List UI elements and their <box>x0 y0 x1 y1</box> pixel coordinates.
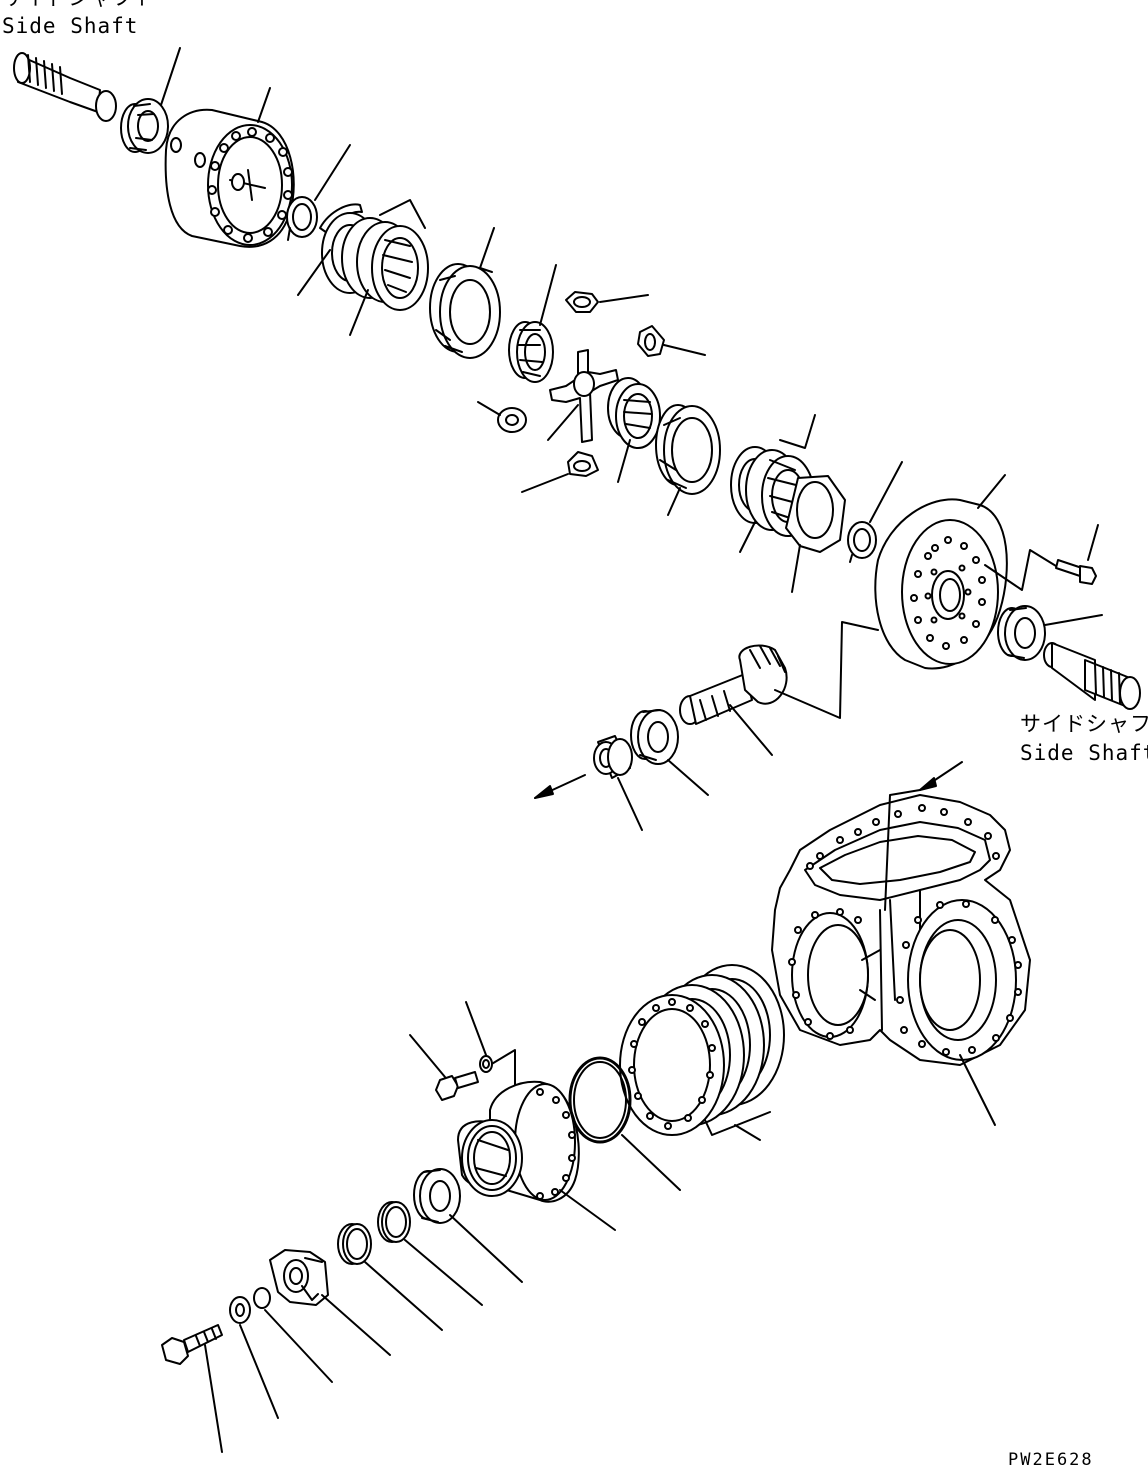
bracket-line <box>490 1050 515 1085</box>
bearing-right <box>998 606 1045 660</box>
washer <box>230 1297 250 1323</box>
leader-line <box>205 1345 222 1452</box>
leader-line <box>405 1240 482 1305</box>
bearing-left <box>121 99 168 153</box>
side-gear-ring-left <box>430 264 500 358</box>
leader-line <box>618 440 630 482</box>
shim-holes <box>629 999 715 1129</box>
leader-line <box>540 265 556 325</box>
drive-pinion <box>680 645 787 724</box>
leader-line <box>450 1215 522 1282</box>
shim-pack <box>620 965 784 1135</box>
ring-gear-bolt <box>1056 560 1096 584</box>
leader-line <box>792 545 800 592</box>
leader-line <box>600 295 648 302</box>
cage-bolt-holes <box>537 1089 575 1199</box>
washer-small <box>480 1056 492 1072</box>
drawing-code: PW2E628 <box>1008 1450 1094 1470</box>
leader-line <box>410 1035 445 1077</box>
leader-line <box>730 705 772 755</box>
side-shaft-label-jp-top: サイドシャフト <box>2 0 156 10</box>
leader-line <box>664 345 705 355</box>
pinion-gear-left <box>498 408 526 432</box>
leader-line <box>548 405 578 440</box>
leader-line <box>1088 525 1098 560</box>
pinion-gear-top <box>566 292 598 312</box>
spacer-collar <box>594 736 632 778</box>
friction-plates-right <box>731 447 845 552</box>
leader-line <box>315 145 350 200</box>
side-gear-left <box>509 322 553 382</box>
bearing-race <box>378 1202 410 1242</box>
leader-line <box>978 475 1005 508</box>
leader-line <box>560 1190 615 1230</box>
side-gear-ring-right <box>656 405 720 494</box>
o-ring <box>570 1058 630 1142</box>
leader-line <box>1045 615 1102 625</box>
leader-line <box>735 1125 760 1140</box>
side-shaft-label-right: Side Shaft <box>1020 741 1148 765</box>
pinion-gear-bottom <box>568 452 598 476</box>
leader-line <box>466 1002 486 1055</box>
leader-line <box>885 790 920 910</box>
leader-line <box>522 474 568 492</box>
side-shaft-label-top: Side Shaft <box>2 14 139 38</box>
leader-line <box>258 88 270 122</box>
direction-arrow-left <box>535 775 585 798</box>
differential-case <box>166 110 294 247</box>
pinion-bearing <box>631 710 678 764</box>
side-shaft-label-jp-right: サイドシャフト <box>1020 712 1148 736</box>
leader-line <box>365 1262 442 1330</box>
leader-line <box>160 48 180 108</box>
leader-line <box>618 778 642 830</box>
o-ring-small <box>254 1288 270 1308</box>
spider-cross <box>550 350 618 442</box>
bearing-lower <box>414 1169 460 1223</box>
thrust-washer-right <box>848 522 876 562</box>
leader-line <box>960 1055 995 1125</box>
bracket-line <box>380 200 425 228</box>
ring-gear <box>875 499 1007 668</box>
spacer-ring <box>338 1224 371 1264</box>
leader-line <box>668 488 680 515</box>
leader-line <box>265 1310 332 1382</box>
leader-line <box>322 1295 390 1355</box>
leader-line <box>622 1135 680 1190</box>
leader-line <box>740 522 755 552</box>
leader-line <box>668 760 708 795</box>
bolt-holes <box>208 128 292 242</box>
yoke-bolt <box>162 1325 222 1364</box>
side-shaft-right <box>1044 643 1140 709</box>
axle-housing <box>772 795 1030 1065</box>
friction-plates-left <box>320 204 428 310</box>
housing-bolt-holes <box>789 805 1021 1055</box>
coupling-yoke <box>270 1250 328 1305</box>
leader-line <box>240 1325 278 1418</box>
thrust-washer-left <box>287 197 317 240</box>
bracket-line <box>705 1112 770 1135</box>
leader-line <box>298 250 330 295</box>
leader-line <box>478 402 500 415</box>
leader-line <box>985 550 1056 590</box>
side-shaft-left <box>14 53 116 121</box>
leader-line <box>870 462 902 522</box>
side-gear-right <box>608 378 660 448</box>
pinion-gear-right <box>638 326 664 356</box>
cage-bolt <box>436 1072 478 1100</box>
direction-arrow-housing <box>920 762 962 790</box>
leader-line <box>775 622 878 718</box>
leader-line <box>480 228 494 268</box>
bolt-holes <box>911 537 985 649</box>
pinion-cage <box>458 1082 579 1202</box>
bracket-line <box>780 415 815 448</box>
leader-line <box>350 290 368 335</box>
